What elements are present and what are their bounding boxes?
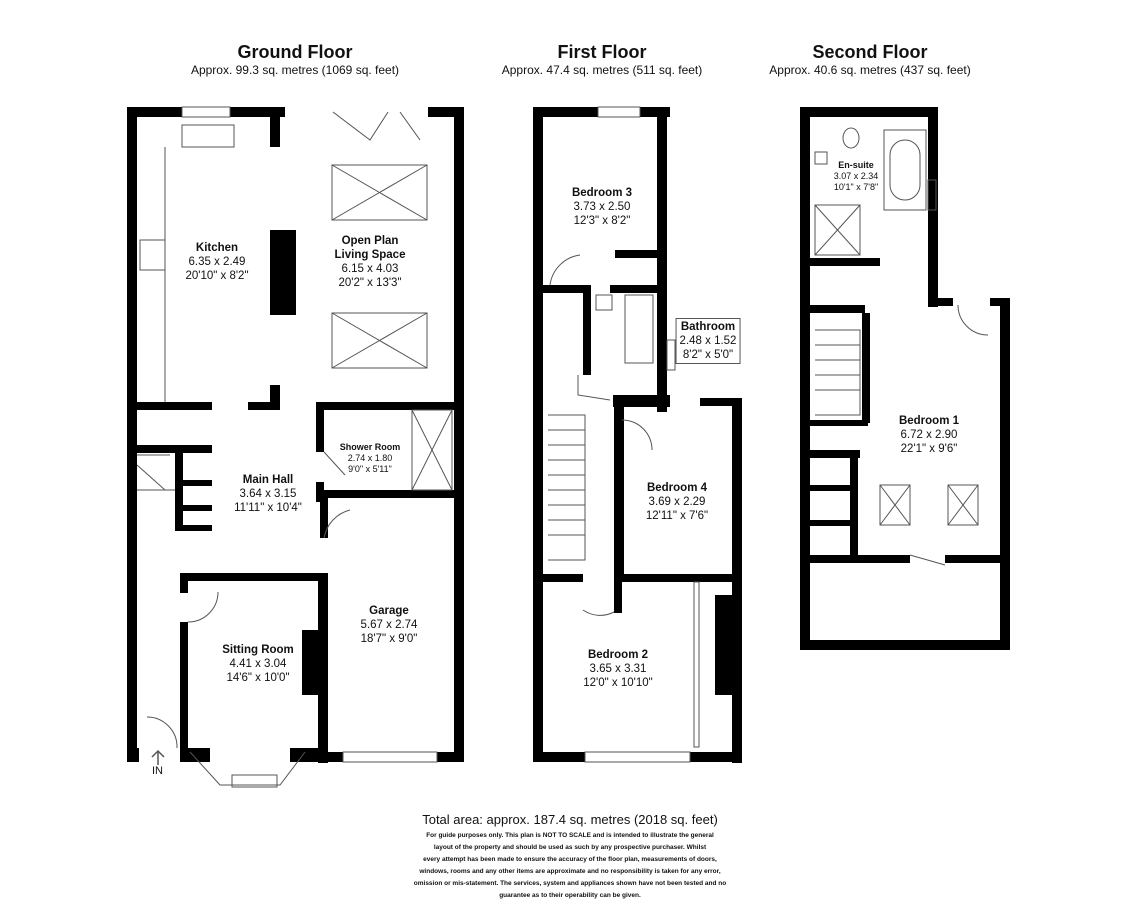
floor-name: Ground Floor	[237, 42, 353, 62]
room-size-metric: 5.67 x 2.74	[360, 619, 418, 631]
room-size-metric: 3.64 x 3.15	[239, 488, 297, 500]
room-bedroom-3: Bedroom 3 3.73 x 2.50 12'3" x 8'2"	[572, 186, 632, 228]
floor-area: Approx. 99.3 sq. metres (1069 sq. feet)	[190, 63, 400, 77]
room-name: Bathroom	[680, 321, 736, 333]
room-size-imperial: 22'1" x 9'6"	[900, 443, 958, 455]
room-size-metric: 3.69 x 2.29	[648, 496, 706, 508]
room-name: Garage	[369, 605, 409, 617]
room-name: Bedroom 3	[571, 187, 633, 199]
room-size-metric: 3.73 x 2.50	[573, 201, 631, 213]
first-floor-walls	[533, 107, 742, 763]
room-bedroom-2: Bedroom 2 3.65 x 3.31 12'0" x 10'10"	[583, 648, 652, 690]
room-name: En-suite	[838, 160, 874, 170]
room-size-metric: 4.41 x 3.04	[229, 658, 287, 670]
room-size-imperial: 20'2" x 13'3"	[338, 277, 402, 289]
room-size-imperial: 20'10" x 8'2"	[185, 270, 249, 282]
room-name: Bedroom 2	[587, 649, 649, 661]
room-name: Sitting Room	[222, 644, 294, 656]
disclaimer-line: omission or mis-statement. The services,…	[413, 880, 727, 887]
floor-title-ground: Ground Floor Approx. 99.3 sq. metres (10…	[145, 42, 445, 78]
footer: Total area: approx. 187.4 sq. metres (20…	[360, 812, 780, 902]
disclaimer-line: guarantee as to their operability can be…	[499, 892, 641, 899]
floor-name: Second Floor	[812, 42, 928, 62]
room-main-hall: Main Hall 3.64 x 3.15 11'11" x 10'4"	[234, 473, 302, 515]
room-size-metric: 3.65 x 3.31	[589, 663, 647, 675]
room-bedroom-1: Bedroom 1 6.72 x 2.90 22'1" x 9'6"	[899, 414, 959, 456]
room-name: Shower Room	[339, 442, 401, 452]
room-size-imperial: 12'3" x 8'2"	[573, 215, 631, 227]
first-floor-fixtures	[548, 106, 700, 763]
room-name-line2: Living Space	[334, 249, 406, 261]
room-name: Bedroom 1	[898, 415, 960, 427]
floor-area: Approx. 47.4 sq. metres (511 sq. feet)	[501, 63, 703, 77]
room-en-suite: En-suite 3.07 x 2.34 10'1" x 7'8"	[834, 160, 879, 193]
disclaimer-line: windows, rooms and any other items are a…	[419, 868, 721, 875]
room-size-metric: 6.72 x 2.90	[900, 429, 958, 441]
room-name: Open Plan	[341, 235, 399, 247]
room-size-metric: 3.07 x 2.34	[833, 171, 879, 181]
room-size-imperial: 10'1" x 7'8"	[833, 182, 879, 192]
disclaimer-line: layout of the property and should be use…	[433, 844, 707, 851]
room-size-imperial: 9'0" x 5'11"	[348, 464, 392, 474]
room-size-metric: 6.15 x 4.03	[341, 263, 399, 275]
disclaimer-line: every attempt has been made to ensure th…	[423, 856, 717, 863]
floor-title-second: Second Floor Approx. 40.6 sq. metres (43…	[720, 42, 1020, 78]
second-floor-walls	[800, 107, 1010, 650]
room-size-metric: 2.48 x 1.52	[679, 335, 737, 347]
disclaimer-line: For guide purposes only. This plan is NO…	[426, 832, 714, 839]
floor-title-first: First Floor Approx. 47.4 sq. metres (511…	[452, 42, 752, 78]
disclaimer: For guide purposes only. This plan is NO…	[360, 830, 780, 902]
room-size-imperial: 18'7" x 9'0"	[360, 633, 418, 645]
entrance-label: IN	[152, 765, 163, 777]
room-kitchen: Kitchen 6.35 x 2.49 20'10" x 8'2"	[185, 241, 248, 283]
total-area: Total area: approx. 187.4 sq. metres (20…	[422, 812, 718, 827]
room-size-imperial: 11'11" x 10'4"	[234, 502, 302, 514]
room-name: Bedroom 4	[646, 482, 708, 494]
room-bathroom: Bathroom 2.48 x 1.52 8'2" x 5'0"	[675, 318, 741, 364]
room-size-imperial: 8'2" x 5'0"	[682, 349, 734, 361]
room-name: Kitchen	[195, 242, 239, 254]
floor-area: Approx. 40.6 sq. metres (437 sq. feet)	[769, 63, 971, 77]
room-bedroom-4: Bedroom 4 3.69 x 2.29 12'11" x 7'6"	[646, 481, 708, 523]
room-size-imperial: 12'0" x 10'10"	[583, 677, 653, 689]
room-living: Open Plan Living Space 6.15 x 4.03 20'2"…	[335, 234, 406, 290]
entrance-arrow-icon	[151, 749, 165, 765]
room-size-imperial: 12'11" x 7'6"	[645, 510, 709, 522]
floor-name: First Floor	[557, 42, 647, 62]
room-shower: Shower Room 2.74 x 1.80 9'0" x 5'11"	[340, 442, 401, 475]
room-size-metric: 2.74 x 1.80	[347, 453, 393, 463]
second-floor-fixtures	[814, 127, 989, 566]
room-name: Main Hall	[242, 474, 294, 486]
room-size-metric: 6.35 x 2.49	[188, 256, 246, 268]
ground-floor-fixtures	[136, 106, 453, 788]
room-sitting: Sitting Room 4.41 x 3.04 14'6" x 10'0"	[222, 643, 294, 685]
ground-floor-walls	[127, 107, 464, 763]
room-size-imperial: 14'6" x 10'0"	[226, 672, 290, 684]
room-garage: Garage 5.67 x 2.74 18'7" x 9'0"	[361, 604, 418, 646]
